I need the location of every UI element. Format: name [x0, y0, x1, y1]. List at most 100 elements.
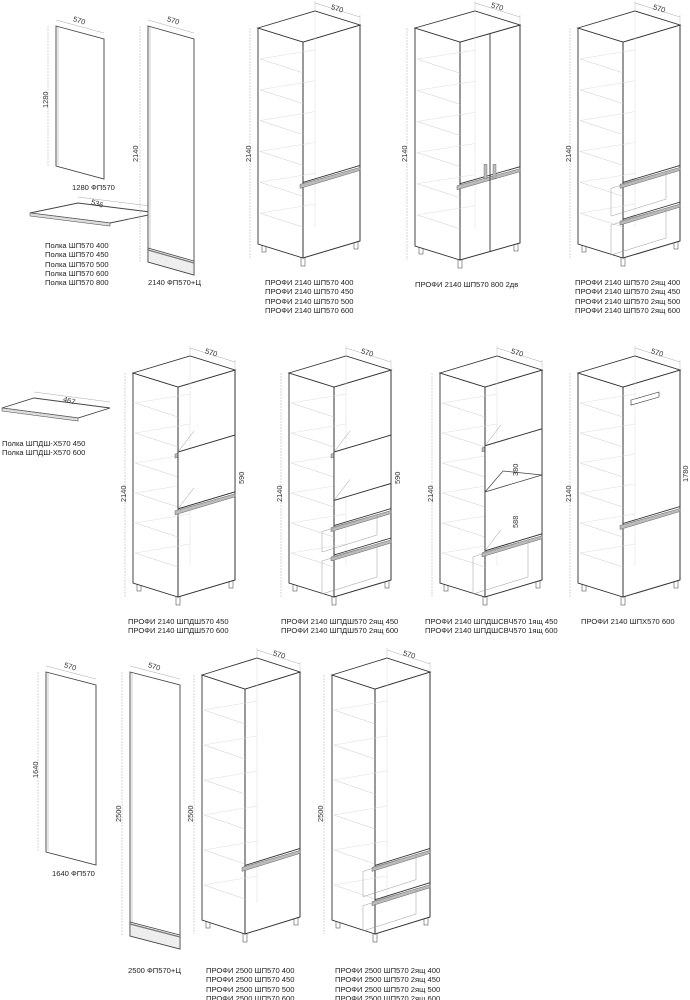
inner-shelf-line [441, 402, 486, 418]
inner-shelf-line [134, 423, 191, 434]
item-caption: ПРОФИ 2500 ШП570 500 [206, 984, 295, 994]
depth-dimension-line [77, 196, 159, 208]
door-dimension-label: 1780 [681, 465, 690, 482]
cabinet-front [622, 24, 681, 259]
inner-shelf-line [203, 814, 246, 830]
item-caption: ПРОФИ 2500 ШП570 400 [206, 966, 295, 975]
inner-shelf-line [416, 205, 476, 216]
inner-shelf-line [259, 212, 304, 228]
inner-shelf-line [579, 58, 624, 74]
inner-shelf-line [259, 173, 316, 183]
drawer-box [362, 854, 417, 898]
item-caption: ПРОФИ 2140 ШП570 2ящ 450 [575, 287, 681, 297]
drawer-box [610, 171, 667, 217]
inner-shelf-line [579, 120, 624, 135]
inner-shelf-line [579, 212, 624, 228]
inner-shelf-line [259, 182, 304, 197]
inner-shelf-line [134, 543, 191, 554]
inner-shelf-line [333, 875, 388, 886]
side-panel-drawing [121, 665, 181, 950]
inner-shelf-line [259, 120, 304, 135]
item-caption: 1640 ФП570 [52, 869, 95, 878]
inner-shelf-line [134, 393, 191, 404]
inner-shelf-line [579, 80, 636, 90]
inner-shelf-line [259, 142, 316, 152]
tall-cabinet-drawing [193, 648, 302, 943]
tall-cabinet-drawing [323, 648, 432, 943]
width-dimension-line [55, 19, 105, 34]
item-caption: 2500 ФП570+Ц [128, 966, 181, 975]
handle-profile [241, 850, 301, 872]
inner-shelf-line [203, 700, 258, 711]
inner-shelf-line [416, 214, 461, 230]
inner-shelf-line [290, 423, 347, 434]
item-caption: Полка ШП570 450 [45, 250, 109, 260]
height-dimension-label: 2140 [426, 485, 435, 502]
inner-shelf-line [333, 814, 376, 830]
width-dimension-line [345, 347, 392, 363]
tall-cabinet-drawing [431, 346, 544, 606]
door-split-line [302, 164, 361, 183]
height-dimension-label: 2140 [131, 145, 140, 162]
drawer-box [472, 539, 529, 595]
item-caption: ПРОФИ 2140 ШП570 2ящ 500 [575, 296, 681, 306]
inner-shelf-line [290, 513, 347, 524]
inner-shelf-line [579, 513, 636, 524]
inner-shelf-line [134, 522, 179, 538]
item-caption: ПРОФИ 2140 ШПДШСВЧ570 1ящ 600 [425, 626, 558, 636]
plinth [129, 921, 181, 950]
width-dimension-line [634, 2, 681, 18]
inner-shelf-line [259, 80, 316, 90]
item-caption: ПРОФИ 2140 ШПХ570 600 [581, 617, 675, 626]
inner-shelf-line [290, 462, 335, 478]
side-panel-drawing [139, 19, 195, 276]
item-caption: ПРОФИ 2140 ШП570 500 [265, 296, 354, 306]
inner-shelf-line [203, 884, 246, 900]
panel-face [45, 671, 97, 866]
item-caption: ПРОФИ 2140 ШПДШСВЧ570 1ящ 450 [425, 617, 558, 626]
inner-shelf-line [441, 393, 498, 404]
shelf-edge [1, 407, 79, 422]
item-caption: Полка ШП570 500 [45, 259, 109, 269]
inner-shelf-line [259, 49, 316, 60]
inner-shelf-line [416, 183, 461, 198]
inner-shelf-line [579, 203, 636, 214]
cabinet-side [288, 372, 335, 598]
width-dimension-line [256, 649, 301, 665]
item-caption: ПРОФИ 2500 ШП570 2ящ 500 [335, 984, 441, 994]
item-caption: ПРОФИ 2140 ШП570 400 [265, 278, 354, 287]
item-caption: ПРОФИ 2500 ШП570 2ящ 600 [335, 993, 441, 1000]
cabinet-front [302, 24, 361, 259]
tall-cabinet-drawing [124, 346, 237, 606]
inner-shelf-line [259, 58, 304, 74]
inner-shelf-line [134, 402, 179, 418]
item-caption: ПРОФИ 2140 ШП570 800 2дв [415, 280, 519, 289]
inner-shelf-line [134, 432, 179, 448]
width-dimension-line [189, 347, 236, 363]
item-caption: Полка ШП570 600 [45, 268, 109, 278]
inner-shelf-line [579, 543, 636, 554]
inner-shelf-line [290, 543, 347, 554]
item-caption: ПРОФИ 2140 ШП570 450 [265, 287, 354, 297]
inner-shelf-line [441, 492, 486, 508]
inner-shelf-line [290, 402, 335, 418]
inner-shelf-line [579, 492, 624, 508]
item-caption: ПРОФИ 2140 ШП570 2ящ 600 [575, 305, 681, 315]
tall-cabinet-drawing [569, 346, 682, 606]
width-dimension-line [496, 347, 543, 363]
inner-shelf-line [333, 700, 388, 711]
inner-shelf-line [203, 805, 258, 816]
door-split-line [244, 847, 301, 866]
door-handle [483, 164, 488, 179]
inner-shelf-line [203, 770, 258, 781]
inner-shelf-line [134, 462, 179, 478]
item-caption: ПРОФИ 2140 ШПДШ570 450 [128, 617, 229, 626]
plinth [147, 247, 195, 276]
inner-shelf-line [579, 173, 636, 183]
item-caption: 2140 ФП570+Ц [148, 278, 201, 287]
inner-shelf-line [579, 522, 624, 538]
inner-shelf-line [290, 522, 335, 538]
inner-shelf-line [134, 492, 179, 508]
width-dimension-line [386, 649, 431, 665]
